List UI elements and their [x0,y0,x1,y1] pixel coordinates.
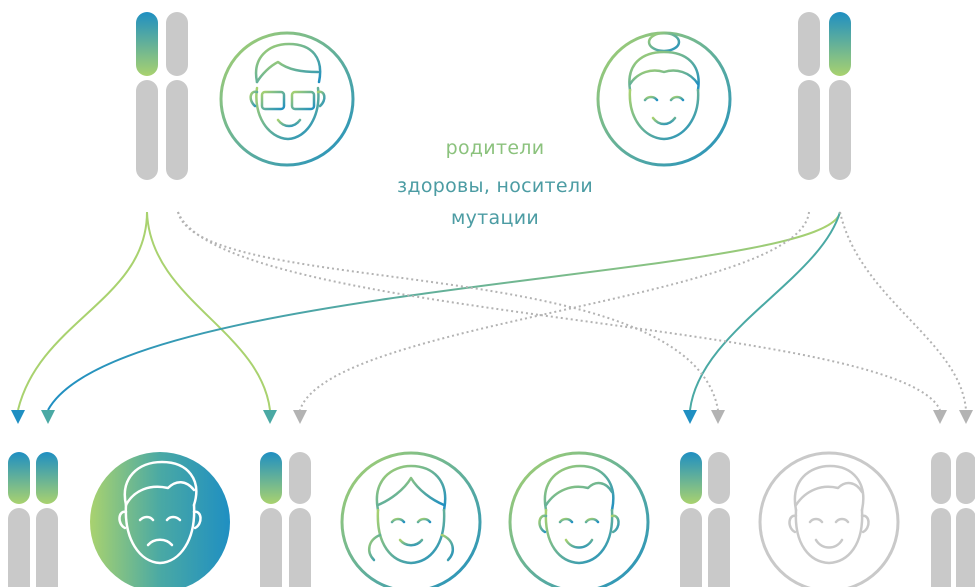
child2-girl-face-icon [340,451,482,587]
father-mutant-chromosome-top [136,12,158,76]
arrow-child3-left [683,410,697,424]
inheritance-paths [17,211,967,411]
arrow-child3-right [711,410,725,424]
path-father-healthy-child4 [177,211,941,411]
father-chromosome-bottom [136,80,158,180]
mother-healthy-chromosome-bottom [798,80,820,180]
arrow-child1-left [11,410,25,424]
caption-line-2: здоровы, носители [397,175,593,197]
arrow-child1-right [41,410,55,424]
path-mother-mutant-child1 [47,211,841,411]
father-healthy-chromosome-top [166,12,188,76]
child4-healthy-face-icon [758,451,900,587]
mother-healthy-chromosome-top [798,12,820,76]
father-chromosomes [136,12,188,180]
father-healthy-chromosome-bottom [166,80,188,180]
mother-chromosome-bottom [829,80,851,180]
path-father-mutant-child2 [146,211,271,411]
child2-chromosomes [260,452,311,587]
child1-affected-face-icon [90,452,230,587]
child4-chromosomes [931,452,975,587]
path-mother-healthy-child4 [839,211,967,411]
path-mother-healthy-child2 [299,211,810,411]
caption-line-1: родители [446,137,545,159]
mother-face-icon [596,31,732,167]
path-father-mutant-child1 [17,211,148,411]
mother-mutant-chromosome-top [829,12,851,76]
arrowheads [11,410,973,424]
arrow-child2-right [293,410,307,424]
father-face-icon [219,31,355,167]
child3-chromosomes [680,452,730,587]
child1-chromosomes [8,452,58,587]
mother-chromosomes [798,12,851,180]
path-father-healthy-child3 [177,211,719,411]
child3-boy-face-icon [508,451,650,587]
arrow-child4-right [959,410,973,424]
caption-line-3: мутации [451,207,539,229]
arrow-child4-left [933,410,947,424]
path-mother-mutant-child3 [689,211,841,411]
arrow-child2-left [263,410,277,424]
